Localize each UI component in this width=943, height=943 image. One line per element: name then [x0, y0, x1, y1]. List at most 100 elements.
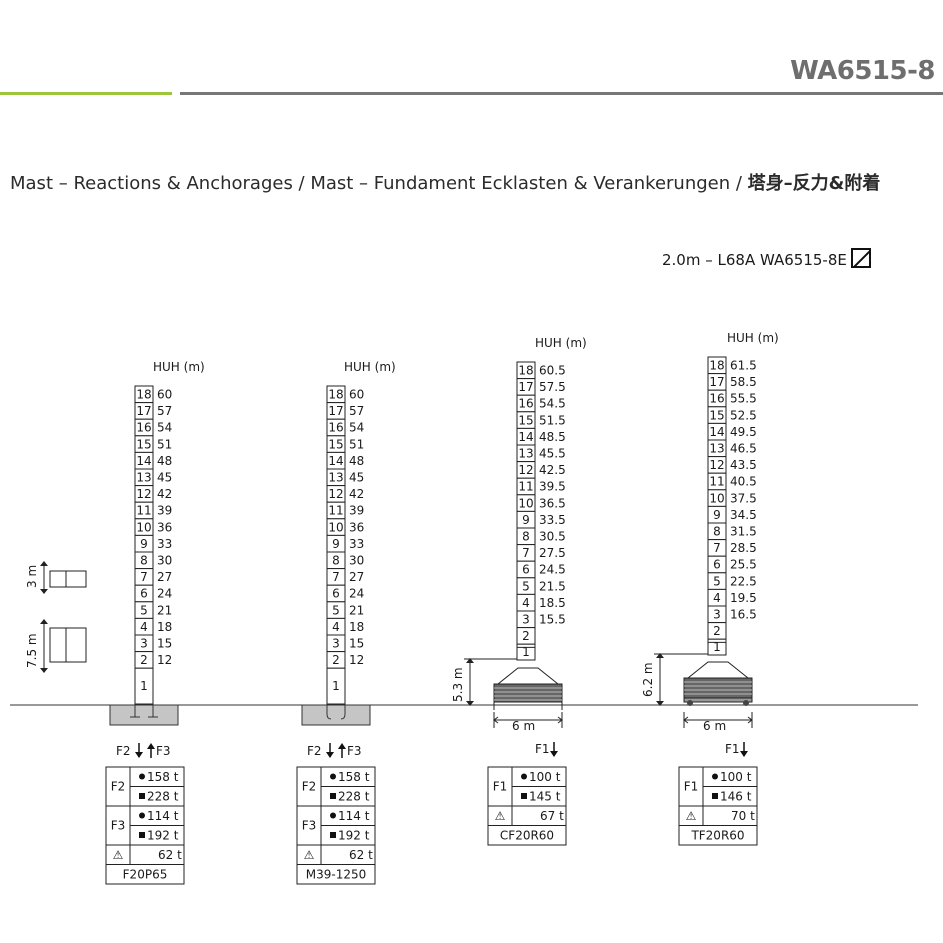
anchor-icon: ⚠ [113, 848, 124, 862]
subtitle-cn: 塔身–反力&附着 [747, 173, 881, 194]
force-arrow-down-head [740, 751, 748, 757]
mast-section-base [326, 667, 346, 705]
force-arrow-up-head [338, 743, 346, 749]
height-dim-label: 5.3 m [451, 667, 465, 702]
hook-height: 18.5 [539, 596, 566, 610]
hook-height: 27 [157, 570, 172, 584]
height-dim-label: 6.2 m [641, 662, 655, 697]
hook-height: 36.5 [539, 496, 566, 510]
hook-height: 18 [157, 620, 172, 634]
hook-height: 45 [349, 471, 364, 485]
section-number: 6 [332, 587, 340, 601]
circle-icon [712, 773, 718, 780]
section-number: 11 [518, 480, 533, 494]
hook-height: 39.5 [539, 480, 566, 494]
hook-height: 45.5 [539, 447, 566, 461]
hook-height: 30 [157, 554, 172, 568]
section-number: 13 [518, 447, 533, 461]
section-number: 12 [709, 458, 724, 472]
section-number: 18 [328, 388, 343, 402]
section-number: 17 [518, 380, 533, 394]
table-group-label: F1 [493, 780, 508, 794]
table-value: 145 t [529, 790, 561, 804]
hook-height: 21 [349, 603, 364, 617]
table-value: 192 t [147, 829, 179, 843]
section-number: 1 [332, 679, 340, 693]
foundation-tf20r60: 6.2 m 6 m [641, 653, 753, 733]
square-icon [139, 832, 145, 838]
hook-height: 27 [349, 570, 364, 584]
side-dimension-figures: 3 m 7.5 m [25, 561, 87, 673]
table-value: 114 t [147, 809, 179, 823]
section-number: 10 [328, 520, 343, 534]
hook-height: 18 [349, 620, 364, 634]
width-dim-label: 6 m [703, 719, 726, 733]
hook-height: 58.5 [730, 375, 757, 389]
table-value: 192 t [338, 829, 370, 843]
section-number: 16 [518, 397, 533, 411]
section-number: 8 [332, 554, 340, 568]
section-number: 17 [136, 404, 151, 418]
section-number: 14 [518, 430, 533, 444]
hook-height: 33 [157, 537, 172, 551]
hook-height: 30 [349, 554, 364, 568]
section-number: 9 [713, 508, 721, 522]
hook-height: 42 [349, 487, 364, 501]
hook-height: 60 [157, 388, 172, 402]
force-arrow-down-head [135, 752, 143, 758]
hook-height: 25.5 [730, 558, 757, 572]
square-icon [139, 793, 145, 799]
dim-label-top: 3 m [25, 565, 39, 588]
hook-height: 19.5 [730, 591, 757, 605]
section-number: 2 [332, 653, 340, 667]
hook-height: 33.5 [539, 513, 566, 527]
hook-height: 51 [349, 437, 364, 451]
section-number: 7 [140, 570, 148, 584]
foundation-cf20r60: 5.3 m 6 m [451, 658, 563, 733]
hook-height: 27.5 [539, 546, 566, 560]
section-number: 12 [328, 487, 343, 501]
huh-label: HUH (m) [344, 360, 396, 374]
hook-height: 48 [157, 454, 172, 468]
subtitle-en-de: Mast – Reactions & Anchorages / Mast – F… [10, 173, 748, 194]
mast-section-base [707, 638, 727, 656]
base-name-cell [678, 825, 758, 846]
section-number: 11 [328, 504, 343, 518]
hook-height: 39 [157, 504, 172, 518]
hook-height: 54.5 [539, 397, 566, 411]
anchor-icon: ⚠ [495, 809, 506, 823]
base-name: TF20R60 [690, 829, 744, 843]
hook-height: 61.5 [730, 359, 757, 373]
model-title: WA6515-8 [790, 56, 935, 86]
hook-height: 15 [349, 637, 364, 651]
configuration-text: 2.0m – L68A WA6515-8E [662, 251, 847, 269]
hook-height: 54 [349, 421, 364, 435]
force-arrow-up-head [147, 743, 155, 749]
section-number: 8 [713, 525, 721, 539]
section-number: 18 [136, 388, 151, 402]
section-number: 7 [713, 541, 721, 555]
header-rule-line [180, 92, 943, 95]
section-number: 13 [709, 442, 724, 456]
table-value: 100 t [720, 770, 752, 784]
table-group-label: F3 [302, 819, 317, 833]
section-number: 3 [713, 608, 721, 622]
section-number: 11 [136, 504, 151, 518]
hook-height: 12 [157, 653, 172, 667]
hook-height: 34.5 [730, 508, 757, 522]
section-number: 7 [522, 546, 530, 560]
section-number: 6 [522, 563, 530, 577]
hook-height: 49.5 [730, 425, 757, 439]
section-number: 11 [709, 475, 724, 489]
hook-height: 31.5 [730, 525, 757, 539]
hook-height: 57.5 [539, 380, 566, 394]
section-number: 5 [713, 574, 721, 588]
section-number: 7 [332, 570, 340, 584]
hook-height: 24 [349, 587, 364, 601]
table-value: 62 t [158, 848, 182, 862]
section-number: 14 [709, 425, 724, 439]
table-group-label: F3 [111, 819, 126, 833]
hook-height: 43.5 [730, 458, 757, 472]
section-number: 16 [136, 421, 151, 435]
force-label-f3: F3 [347, 744, 362, 758]
